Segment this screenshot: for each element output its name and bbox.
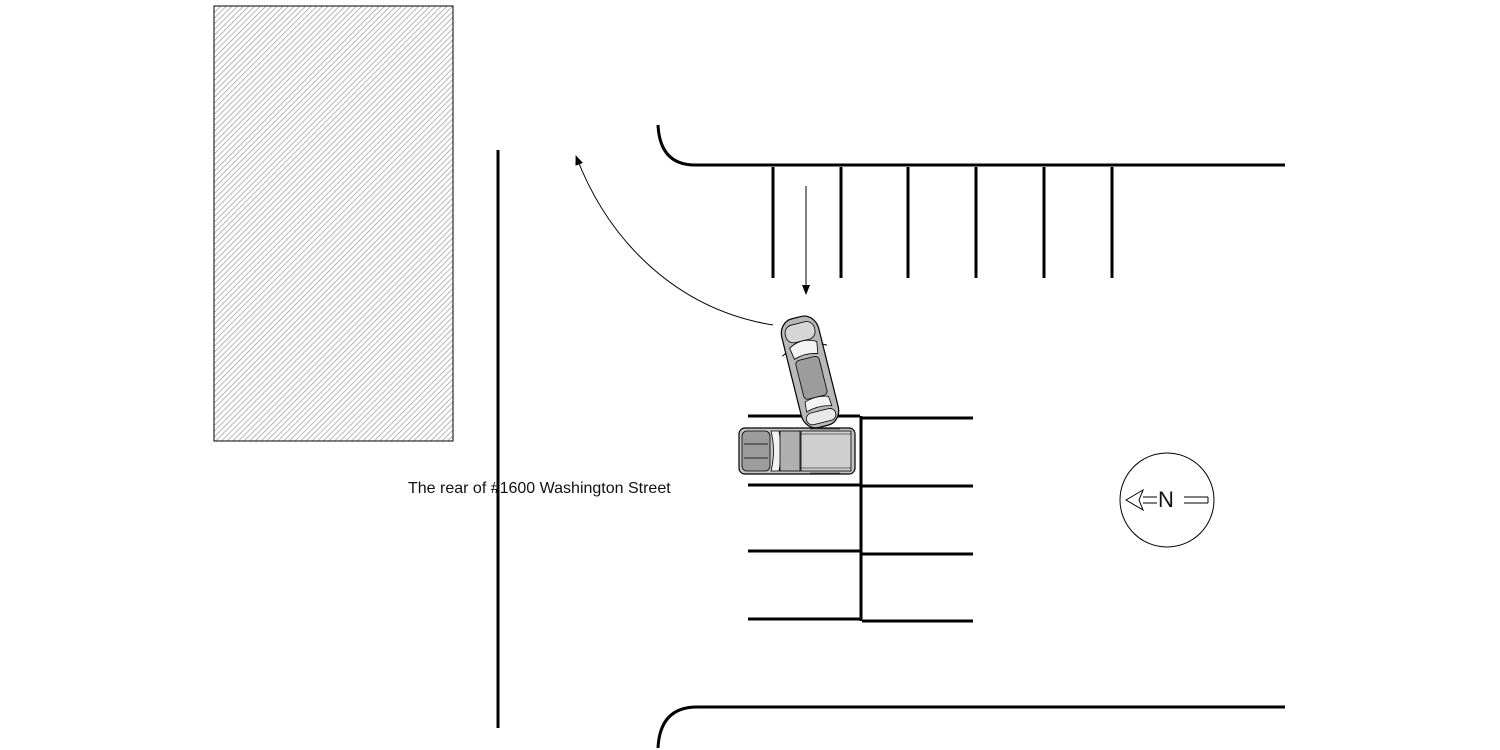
curb-south xyxy=(656,705,1285,749)
north-arrow-icon xyxy=(1119,452,1215,548)
parking-stalls-north xyxy=(771,167,1114,278)
compass-north-letter: N xyxy=(1158,487,1174,512)
street-label: The rear of #1600 Washington Street xyxy=(408,480,671,497)
path-arrow-curved xyxy=(575,155,774,326)
car-icon xyxy=(780,315,840,429)
truck-icon xyxy=(738,427,856,475)
building xyxy=(213,5,454,442)
curb-north xyxy=(656,124,1285,167)
